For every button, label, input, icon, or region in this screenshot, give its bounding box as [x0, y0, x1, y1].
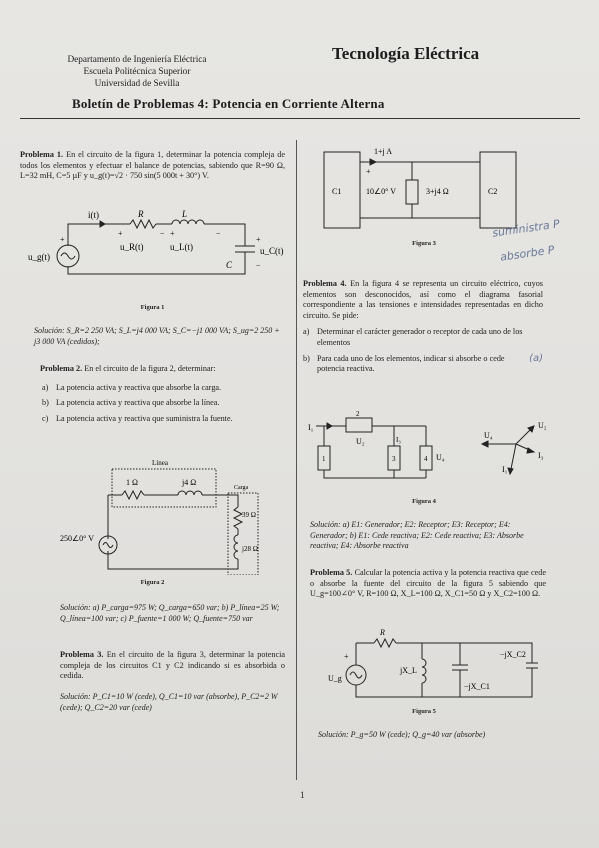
problem-4-text: En la figura 4 se representa un circuito…: [303, 279, 543, 320]
problem-2-items: a)La potencia activa y reactiva que abso…: [42, 383, 285, 425]
problem-2-item-a: a)La potencia activa y reactiva que abso…: [42, 382, 222, 392]
fig1-l-label: L: [181, 209, 187, 219]
figure-4-phasor-diagram: U₄ U₂ I₃ I₁: [480, 421, 547, 476]
fig1-ur-label: u_R(t): [120, 242, 144, 252]
fig2-x2-label: j28 Ω: [241, 545, 258, 553]
fig1-plus: +: [60, 235, 65, 244]
handwritten-note-a: (a): [529, 352, 543, 364]
problem-4-item-b: b)Para cada uno de los elementos, indica…: [303, 352, 543, 374]
department-block: Departamento de Ingeniería Eléctrica Esc…: [52, 54, 222, 90]
problem-2-item-c: c)La potencia activa y reactiva que sumi…: [42, 413, 233, 423]
figure-4-circuit: I₁ 2 U₂ I₃ 1 3 4 U₄: [308, 410, 445, 479]
problem-2-solution: Solución: a) P_carga=975 W; Q_carga=650 …: [60, 603, 280, 623]
figure-1-circuit: i(t) R L u_g(t) u_R(t) u_L(t) C u_C(t) +…: [28, 209, 284, 275]
problem-5-text: Calcular la potencia activa y la potenci…: [310, 568, 546, 599]
problem-3-text: En el circuito de la figura 3, determina…: [60, 650, 285, 681]
problem-2: Problema 2. En el circuito de la figura …: [40, 364, 285, 429]
fig1-plus: +: [256, 235, 261, 244]
fig2-carga-label: Carga: [234, 485, 249, 491]
figure-4-caption: Figura 4: [412, 498, 436, 505]
figure-5-circuit: R U_g jX_L −jX_C1 −jX_C2 +: [328, 628, 538, 698]
problem-4-solution: Solución: a) E1: Generador; E2: Receptor…: [310, 520, 524, 550]
phasor-i3-label: I₃: [538, 451, 544, 460]
fig4-i1-label: I₁: [308, 423, 314, 432]
fig1-uc-label: u_C(t): [260, 246, 284, 256]
fig1-plus: +: [170, 229, 175, 238]
fig2-x-label: j4 Ω: [181, 478, 196, 487]
phasor-u4-label: U₄: [484, 431, 493, 440]
problem-4-item-a: a)Determinar el carácter generador o rec…: [303, 327, 523, 347]
figure-2-caption: Figura 2: [140, 579, 165, 586]
problem-4-items: a)Determinar el carácter generador o rec…: [303, 327, 543, 374]
university-line: Universidad de Sevilla: [94, 79, 180, 89]
fig3-c1-label: C1: [332, 187, 341, 196]
fig5-xc1-label: −jX_C1: [464, 682, 490, 691]
problem-1-label: Problema 1.: [20, 150, 64, 159]
problem-1: Problema 1. En el circuito de la figura …: [20, 150, 285, 182]
bulletin-title: Boletín de Problemas 4: Potencia en Corr…: [72, 96, 385, 111]
fig1-r-label: R: [137, 209, 144, 219]
fig3-plus: +: [366, 167, 371, 176]
problem-4-label: Problema 4.: [303, 279, 347, 288]
fig1-c-label: C: [226, 260, 233, 270]
fig3-current-label: 1+j A: [374, 147, 392, 156]
page-number: 1: [300, 790, 305, 800]
fig5-r-label: R: [379, 628, 385, 637]
fig4-n4: 4: [424, 455, 428, 463]
fig2-r2-label: 39 Ω: [242, 511, 256, 519]
figure-1-caption: Figura 1: [140, 304, 165, 311]
fig5-ug-label: U_g: [328, 674, 342, 683]
fig4-n2: 2: [356, 410, 360, 418]
problem-2-label: Problema 2.: [40, 364, 83, 373]
problem-1-text: En el circuito de la figura 1, determina…: [20, 150, 285, 181]
figure-3-circuit: 1+j A C1 C2 10∠0° V 3+j4 Ω +: [323, 147, 517, 229]
fig3-c2-label: C2: [488, 187, 497, 196]
column-divider: [296, 140, 297, 780]
fig4-n3: 3: [392, 455, 396, 463]
fig2-linea-label: Línea: [152, 459, 169, 467]
fig1-ul-label: u_L(t): [170, 242, 193, 252]
fig1-minus: −: [216, 229, 221, 238]
problem-2-intro: En el circuito de la figura 2, determina…: [84, 364, 216, 373]
fig4-i3-label: I₃: [396, 436, 401, 444]
fig5-xc2-label: −jX_C2: [500, 650, 526, 659]
phasor-i1-label: I₁: [502, 465, 508, 474]
problem-5: Problema 5. Calcular la potencia activa …: [310, 568, 546, 600]
fig4-u4-label: U₄: [436, 453, 445, 462]
fig1-ug-label: u_g(t): [28, 252, 50, 262]
fig2-src-label: 250∠0° V: [60, 534, 94, 543]
fig5-xl-label: jX_L: [399, 666, 417, 675]
fig4-u2-label: U₂: [356, 437, 365, 446]
department-line: Departamento de Ingeniería Eléctrica: [67, 55, 207, 65]
course-title: Tecnología Eléctrica: [332, 44, 480, 63]
fig3-v-label: 10∠0° V: [366, 187, 396, 196]
figure-2-circuit: Línea 1 Ω j4 Ω Carga 39 Ω j28 Ω 250∠0° V: [60, 459, 259, 575]
problem-5-label: Problema 5.: [310, 568, 353, 577]
problem-1-solution: Solución: S_R=2 250 VA; S_L=j4 000 VA; S…: [34, 326, 280, 346]
fig1-plus: +: [118, 229, 123, 238]
fig2-r-label: 1 Ω: [126, 478, 138, 487]
phasor-u2-label: U₂: [538, 421, 547, 430]
fig1-minus: −: [160, 229, 165, 238]
figure-5-caption: Figura 5: [412, 708, 436, 715]
fig3-z-label: 3+j4 Ω: [426, 187, 449, 196]
school-line: Escuela Politécnica Superior: [83, 67, 191, 77]
fig5-plus: +: [344, 652, 349, 661]
problem-5-solution: Solución: P_g=50 W (cede); Q_g=40 var (a…: [318, 730, 486, 739]
fig4-n1: 1: [322, 455, 326, 463]
problem-2-item-b: b)La potencia activa y reactiva que abso…: [42, 398, 220, 408]
fig1-minus: −: [256, 261, 261, 270]
fig1-current-label: i(t): [88, 210, 99, 220]
figure-3-caption: Figura 3: [412, 240, 436, 247]
problem-3-solution: Solución: P_C1=10 W (cede), Q_C1=10 var …: [60, 692, 278, 712]
header-rule: [20, 118, 580, 119]
problem-3: Problema 3. En el circuito de la figura …: [60, 650, 285, 682]
problem-3-label: Problema 3.: [60, 650, 104, 659]
problem-4: Problema 4. En la figura 4 se representa…: [303, 279, 543, 380]
